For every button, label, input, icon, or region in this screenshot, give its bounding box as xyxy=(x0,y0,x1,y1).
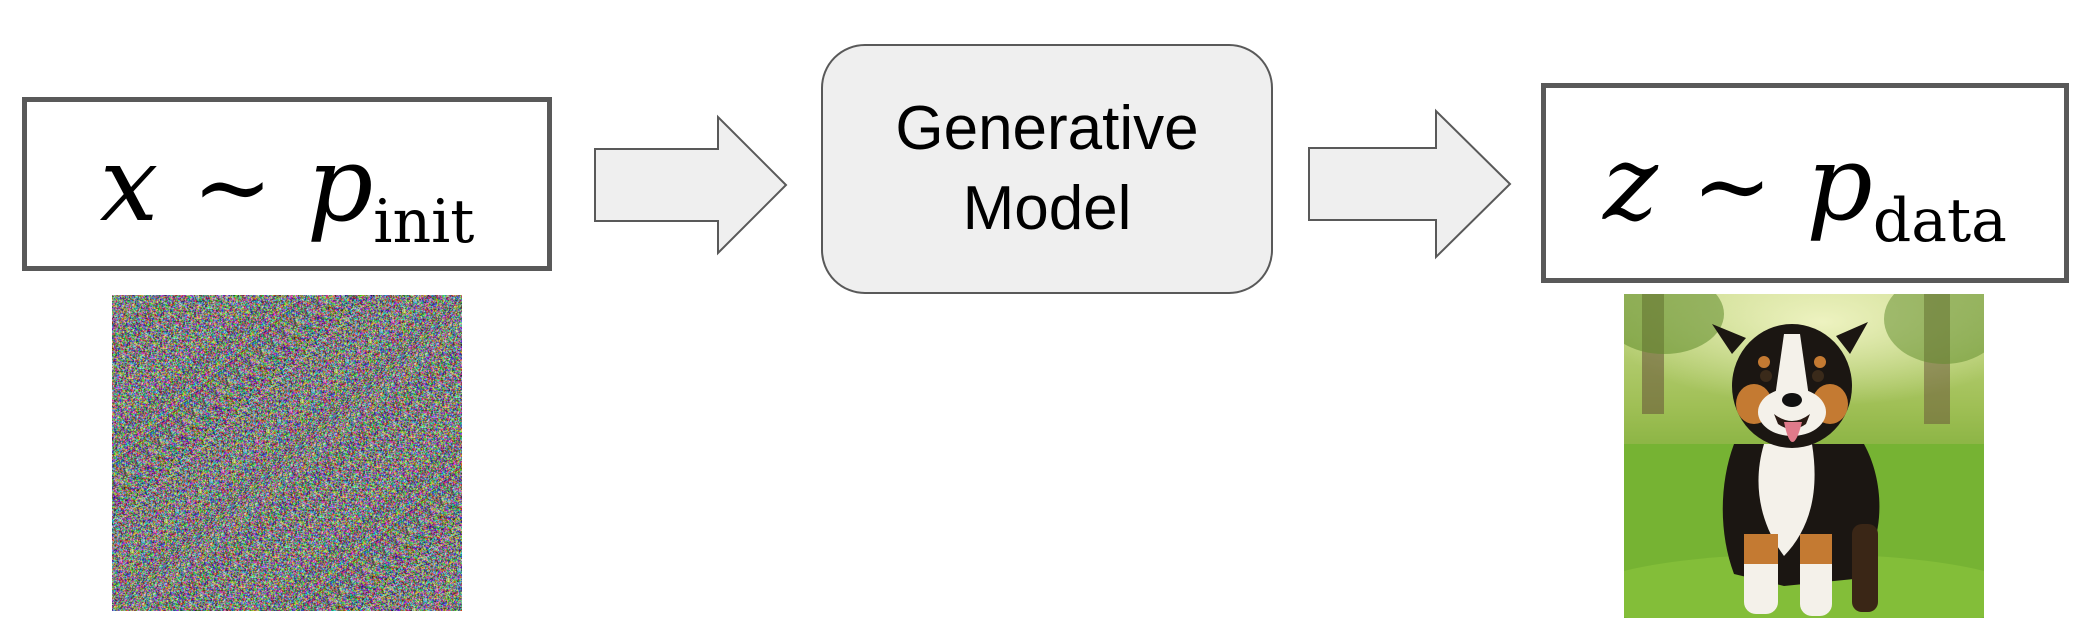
right-arrow-icon xyxy=(1308,108,1512,260)
dog-photo xyxy=(1624,294,1984,618)
model-label-line1: Generative xyxy=(895,94,1199,163)
model-label-line2: Model xyxy=(962,174,1132,243)
generative-model-box: Generative Model xyxy=(821,44,1273,294)
random-noise-image xyxy=(112,295,462,611)
initial-distribution-box: x ∼ pinit xyxy=(22,97,552,271)
data-distribution-symbol: p xyxy=(1806,122,1873,244)
data-distribution-box: z ∼ pdata xyxy=(1541,83,2069,283)
init-distribution-symbol: p xyxy=(306,123,374,245)
init-variable: x xyxy=(99,123,159,245)
data-tilde-symbol: ∼ xyxy=(1691,130,1773,242)
data-subscript: data xyxy=(1872,186,2007,256)
init-subscript: init xyxy=(373,187,475,257)
initial-distribution-formula: x∼pinit xyxy=(100,132,475,252)
data-distribution-formula: z∼pdata xyxy=(1603,131,2007,251)
data-variable: z xyxy=(1603,122,1658,244)
init-tilde-symbol: ∼ xyxy=(192,131,273,243)
right-arrow-icon xyxy=(594,114,788,256)
